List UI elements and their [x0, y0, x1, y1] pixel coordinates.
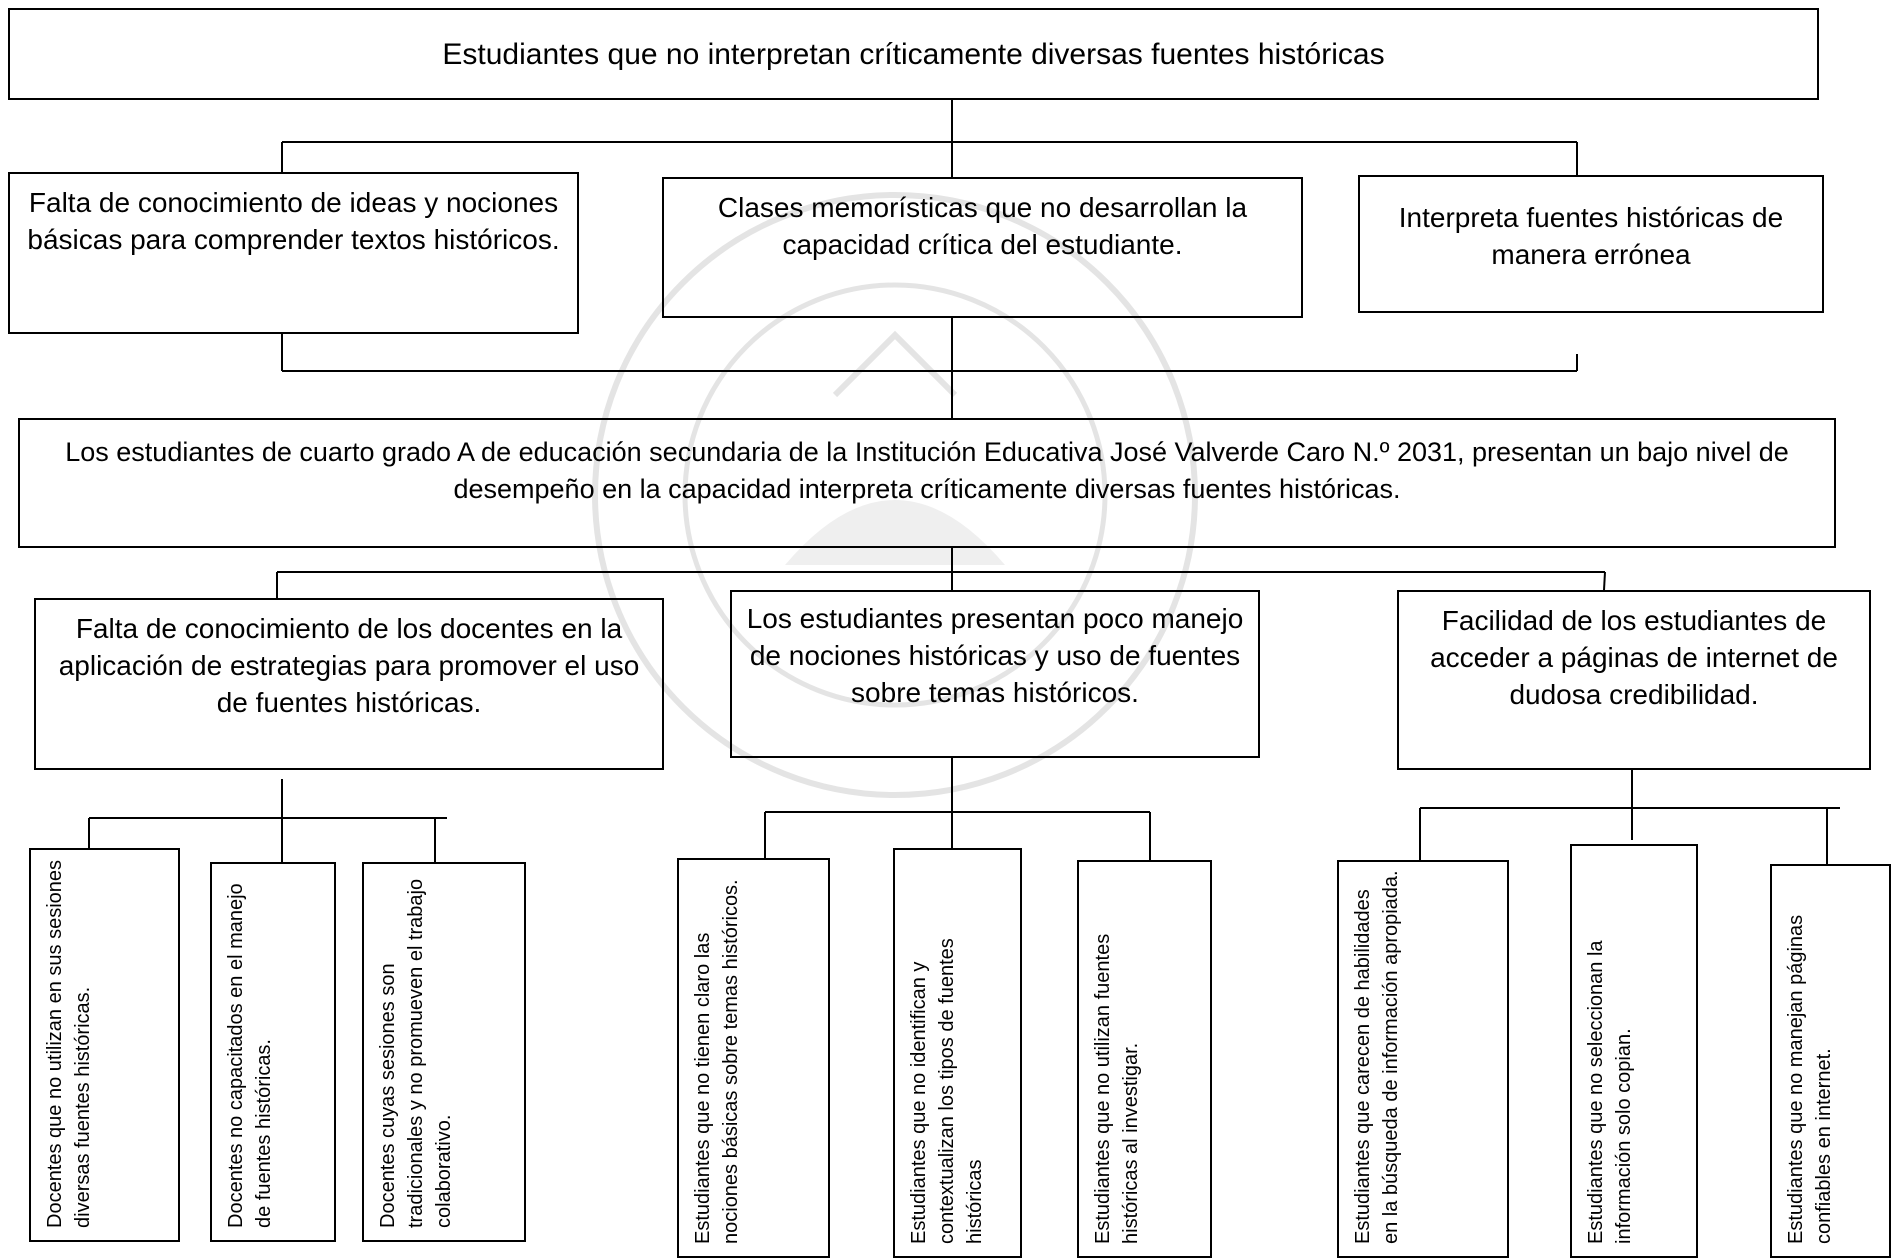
cause-text-1: Falta de conocimiento de los docentes en…	[58, 613, 640, 718]
cause-text-3: Facilidad de los estudiantes de acceder …	[1430, 605, 1838, 710]
subcause-box-8: Estudiantes que no seleccionan la inform…	[1570, 844, 1698, 1258]
subcause-text-9: Estudiantes que no manejan páginas confi…	[1785, 914, 1835, 1244]
subcause-box-1: Docentes que no utilizan en sus sesiones…	[29, 848, 180, 1242]
subcause-text-8: Estudiantes que no seleccionan la inform…	[1585, 940, 1635, 1244]
central-problem-text: Los estudiantes de cuarto grado A de edu…	[65, 437, 1789, 504]
subcause-box-9: Estudiantes que no manejan páginas confi…	[1770, 864, 1891, 1258]
central-problem-box: Los estudiantes de cuarto grado A de edu…	[18, 418, 1836, 548]
subcause-text-2: Docentes no capacitados en el manejo de …	[225, 883, 275, 1228]
cause-box-2: Los estudiantes presentan poco manejo de…	[730, 590, 1260, 758]
subcause-box-2: Docentes no capacitados en el manejo de …	[210, 862, 336, 1242]
subcause-text-6: Estudiantes que no utilizan fuentes hist…	[1092, 933, 1142, 1244]
subcause-text-1: Docentes que no utilizan en sus sesiones…	[44, 859, 94, 1228]
effect-box: Estudiantes que no interpretan críticame…	[8, 8, 1819, 100]
consequence-box-3: Interpreta fuentes históricas de manera …	[1358, 175, 1824, 313]
subcause-box-3: Docentes cuyas sesiones son tradicionale…	[362, 862, 526, 1242]
consequence-text-1: Falta de conocimiento de ideas y nocione…	[27, 187, 560, 255]
subcause-box-4: Estudiantes que no tienen claro las noci…	[677, 858, 830, 1258]
consequence-text-3: Interpreta fuentes históricas de manera …	[1398, 202, 1784, 270]
consequence-box-2: Clases memorísticas que no desarrollan l…	[662, 177, 1303, 318]
cause-text-2: Los estudiantes presentan poco manejo de…	[746, 603, 1244, 708]
subcause-box-7: Estudiantes que carecen de habilidades e…	[1337, 860, 1509, 1258]
subcause-text-7: Estudiantes que carecen de habilidades e…	[1352, 870, 1402, 1244]
subcause-box-6: Estudiantes que no utilizan fuentes hist…	[1077, 860, 1212, 1258]
cause-box-3: Facilidad de los estudiantes de acceder …	[1397, 590, 1871, 770]
effect-text: Estudiantes que no interpretan críticame…	[442, 37, 1385, 71]
subcause-box-5: Estudiantes que no identifican y context…	[893, 848, 1022, 1258]
subcause-text-5: Estudiantes que no identifican y context…	[908, 938, 986, 1244]
consequence-text-2: Clases memorísticas que no desarrollan l…	[717, 192, 1248, 260]
subcause-text-4: Estudiantes que no tienen claro las noci…	[692, 879, 742, 1244]
cause-box-1: Falta de conocimiento de los docentes en…	[34, 598, 664, 770]
subcause-text-3: Docentes cuyas sesiones son tradicionale…	[377, 878, 455, 1228]
consequence-box-1: Falta de conocimiento de ideas y nocione…	[8, 172, 579, 334]
